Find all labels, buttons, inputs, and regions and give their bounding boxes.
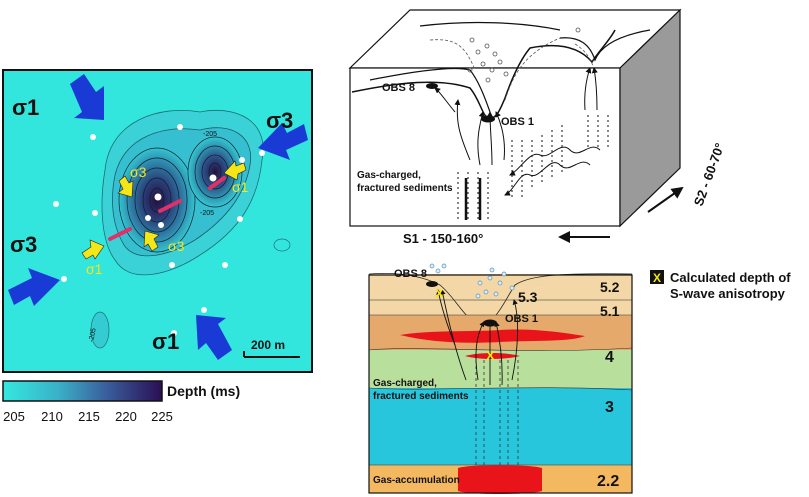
bathymetry-map: -205 -205 -205 σ1 σ3 σ3 σ1: [2, 69, 313, 373]
layer-label: 3: [605, 399, 614, 416]
sigma3-inner-label-a: σ3: [130, 164, 147, 180]
gas-accumulation-label: Gas-accumulation: [373, 475, 460, 486]
anisotropy-marker: X: [435, 286, 444, 301]
sigma3-arrow-right: [258, 123, 308, 160]
section-obs1-label: OBS 1: [505, 313, 538, 325]
fracture-dashes: [457, 115, 609, 222]
fracture-lines: [108, 176, 226, 241]
contour-label: -205: [203, 131, 217, 138]
sigma3-inner-label-b: σ3: [168, 238, 185, 254]
fluid-pathways: [434, 67, 598, 166]
contour-label: -205: [200, 210, 214, 217]
s2-label: S2 - 60-70°: [691, 141, 728, 208]
layer-label: 5.3: [518, 289, 538, 305]
fracture-bars: [464, 178, 482, 220]
section-fluid-arrows: [436, 289, 519, 386]
sigma1-inner-label-b: σ1: [232, 179, 249, 195]
s2-direction-arrow: [647, 186, 684, 213]
sigma1-arrow-inner-b: [223, 160, 247, 181]
stress-arrows-yellow: [81, 160, 247, 260]
section-obs1-marker: [483, 319, 497, 327]
legend-marker: X: [653, 271, 661, 285]
colorbar-tick: 225: [151, 409, 173, 424]
shear-waves: [504, 146, 601, 196]
block-obs8-label: OBS 8: [382, 82, 415, 94]
small-contour: [90, 311, 110, 349]
legend-line-2: S-wave anisotropy: [670, 286, 786, 301]
gas-bubbles: [467, 27, 581, 83]
section-sediment-label-2: fractured sediments: [373, 391, 469, 402]
block-diagram: OBS 8 OBS 1: [348, 8, 728, 246]
gas-lens-middle: [465, 353, 520, 359]
gas-accumulation-body: [458, 465, 542, 494]
block-sediment-label-2: fractured sediments: [357, 183, 453, 194]
layer-label: 2.2: [597, 473, 619, 490]
s1-label: S1 - 150-160°: [403, 231, 483, 246]
layer-label: 5.2: [600, 279, 620, 295]
obs-station-dots: [53, 124, 265, 336]
obs8-marker: [426, 83, 438, 89]
block-side-face: [619, 8, 681, 228]
layer-5-2: [369, 287, 632, 328]
colorbar-tick: 210: [41, 409, 63, 424]
gas-lens-upper: [400, 329, 585, 343]
section-sediment-label-1: Gas-charged,: [373, 378, 437, 389]
block-sediment-label-1: Gas-charged,: [357, 170, 421, 181]
layer-label: 5.1: [600, 303, 620, 319]
legend-marker-box: [650, 270, 664, 284]
seafloor-line: [351, 29, 616, 119]
colorbar-tick: 220: [115, 409, 137, 424]
sigma1-label-bottom: σ1: [152, 329, 179, 354]
layer-3: [369, 388, 632, 465]
scale-bar-label: 200 m: [251, 338, 285, 352]
sigma1-arrow-inner-a: [81, 239, 105, 260]
anisotropy-marker: X: [486, 348, 495, 363]
stress-arrows-blue: [8, 74, 308, 360]
sigma3-arrow-inner-b: [143, 230, 160, 252]
sigma3-arrow-left: [8, 268, 60, 306]
section-obs8-marker: [426, 281, 438, 287]
contour-label: -205: [88, 328, 97, 343]
legend-line-1: Calculated depth of: [670, 270, 791, 285]
sigma3-label-left: σ3: [10, 232, 37, 257]
section-frame: [368, 274, 633, 494]
legend: X Calculated depth of S-wave anisotropy: [650, 270, 791, 301]
sigma1-inner-label-a: σ1: [86, 261, 103, 277]
layer-label: 4: [605, 349, 614, 366]
obs1-marker: [481, 115, 495, 123]
sigma1-arrow-bottom: [196, 315, 232, 360]
sigma1-arrow-top: [70, 74, 104, 120]
sigma3-label-right: σ3: [266, 108, 293, 133]
depth-colorbar: Depth (ms) 205 210 215 220 225: [2, 380, 240, 424]
sigma3-arrow-inner-a: [117, 175, 134, 198]
section-gas-bubbles: [429, 263, 515, 299]
colorbar-tick: 215: [78, 409, 100, 424]
block-front-face: [349, 67, 621, 227]
cross-section: OBS 8 OBS 1 X X 5.2 5.3 5.1 4 3 2.2 Gas-…: [368, 263, 633, 494]
colorbar-title: Depth (ms): [167, 383, 240, 399]
sigma1-label-top: σ1: [12, 95, 39, 120]
block-obs1-label: OBS 1: [501, 116, 534, 128]
colorbar-tick: 205: [3, 409, 25, 424]
section-obs8-label: OBS 8: [394, 268, 427, 280]
